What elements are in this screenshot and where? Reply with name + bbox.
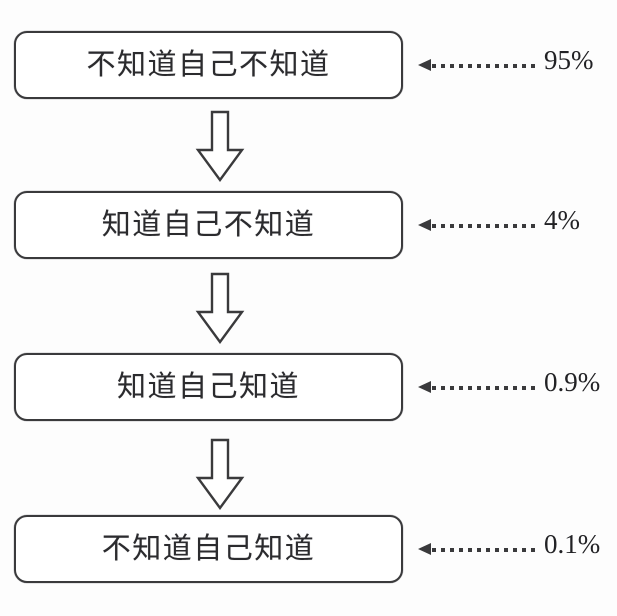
percent-label-2: 4% bbox=[544, 205, 580, 235]
stage-label-1: 不知道自己不知道 bbox=[86, 48, 331, 81]
arrowhead-left-icon-1 bbox=[418, 59, 431, 71]
dotted-left-arrow-icon-4 bbox=[418, 541, 543, 557]
dotted-left-arrow-icon-2 bbox=[418, 217, 543, 233]
stage-label-2: 知道自己不知道 bbox=[101, 208, 316, 241]
dotted-line-1 bbox=[432, 63, 535, 68]
stage-box-2[interactable]: 知道自己不知道 bbox=[14, 191, 403, 259]
stage-box-4[interactable]: 不知道自己知道 bbox=[14, 515, 403, 583]
stage-row-4: 不知道自己知道 0.1% bbox=[0, 515, 617, 585]
hollow-down-arrow-icon-3 bbox=[194, 438, 246, 510]
dotted-line-3 bbox=[432, 385, 535, 390]
arrowhead-left-icon-4 bbox=[418, 543, 431, 555]
percent-label-4: 0.1% bbox=[544, 529, 601, 559]
hollow-down-arrow-icon-2 bbox=[194, 272, 246, 344]
stage-row-1: 不知道自己不知道 95% bbox=[0, 31, 617, 101]
stage-label-3: 知道自己知道 bbox=[116, 370, 300, 403]
stage-row-2: 知道自己不知道 4% bbox=[0, 191, 617, 261]
arrowhead-left-icon-2 bbox=[418, 219, 431, 231]
stage-label-4: 不知道自己知道 bbox=[101, 532, 316, 565]
dotted-left-arrow-icon-3 bbox=[418, 379, 543, 395]
dotted-line-2 bbox=[432, 223, 535, 228]
dotted-left-arrow-icon-1 bbox=[418, 57, 543, 73]
percent-label-1: 95% bbox=[544, 45, 594, 75]
hollow-down-arrow-icon-1 bbox=[194, 110, 246, 182]
arrowhead-left-icon-3 bbox=[418, 381, 431, 393]
stage-box-3[interactable]: 知道自己知道 bbox=[14, 353, 403, 421]
stage-row-3: 知道自己知道 0.9% bbox=[0, 353, 617, 423]
percent-label-3: 0.9% bbox=[544, 367, 601, 397]
stage-box-1[interactable]: 不知道自己不知道 bbox=[14, 31, 403, 99]
dotted-line-4 bbox=[432, 547, 535, 552]
